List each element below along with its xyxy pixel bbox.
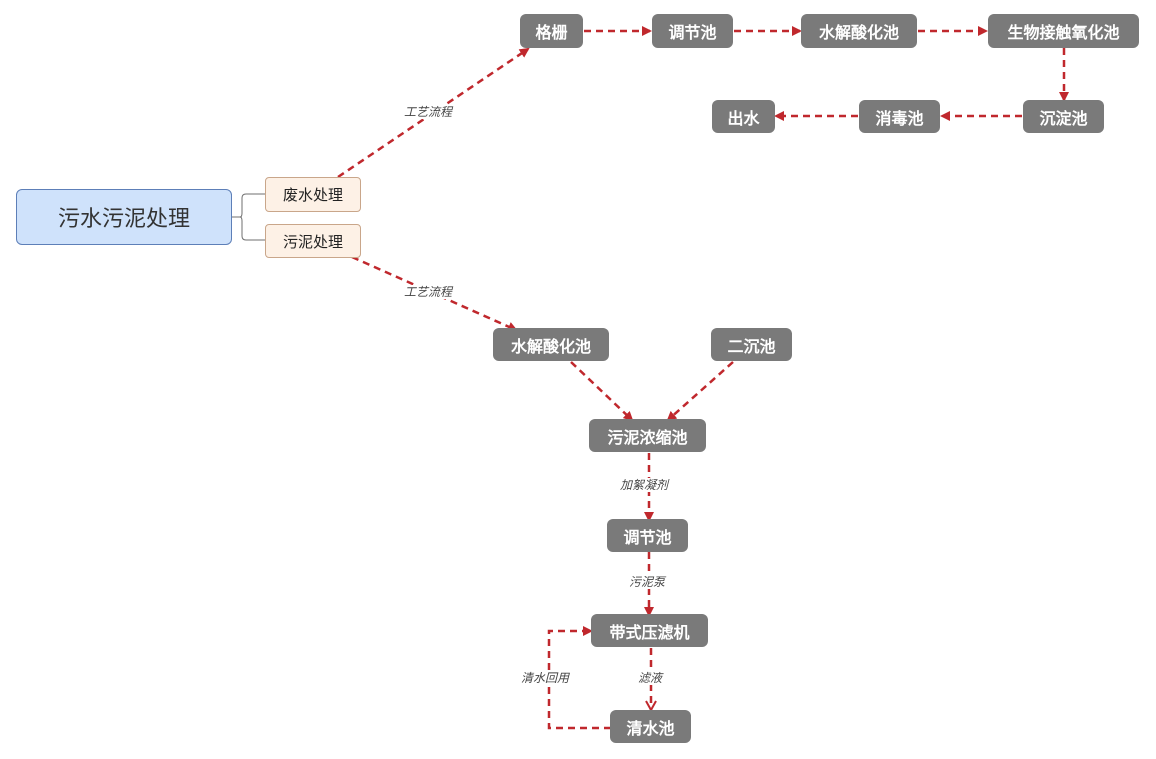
root-branch-connector bbox=[232, 193, 265, 218]
node-sludge-thickening-tank[interactable]: 污泥浓缩池 bbox=[589, 419, 706, 452]
node-secondary-settling-tank-label: 二沉池 bbox=[727, 336, 776, 356]
node-contact-oxidation-tank[interactable]: 生物接触氧化池 bbox=[988, 14, 1139, 48]
edge-label-filtrate: 滤液 bbox=[637, 671, 664, 685]
edge-label-sludge-process: 工艺流程 bbox=[403, 285, 454, 299]
node-belt-filter-press[interactable]: 带式压滤机 bbox=[591, 614, 708, 647]
node-hydrolysis-tank[interactable]: 水解酸化池 bbox=[801, 14, 917, 48]
branch-wastewater[interactable]: 废水处理 bbox=[265, 177, 361, 212]
edge-label-flocculant: 加絮凝剂 bbox=[619, 478, 670, 492]
node-disinfection-tank-label: 消毒池 bbox=[875, 108, 924, 128]
branch-wastewater-label: 废水处理 bbox=[282, 186, 343, 204]
node-sludge-thickening-tank-label: 污泥浓缩池 bbox=[607, 427, 688, 447]
root-branch-connector bbox=[232, 216, 265, 241]
branch-sludge-label: 污泥处理 bbox=[282, 232, 343, 251]
edge-hydrolysis-to-thickening bbox=[570, 361, 634, 422]
node-sludge-regulating-tank[interactable]: 调节池 bbox=[607, 519, 688, 552]
node-clear-water-tank-label: 清水池 bbox=[626, 718, 675, 738]
node-contact-oxidation-tank-label: 生物接触氧化池 bbox=[1007, 23, 1120, 42]
edge-label-water-reuse: 清水回用 bbox=[520, 671, 571, 685]
node-belt-filter-press-label: 带式压滤机 bbox=[609, 622, 690, 642]
node-sludge-hydrolysis-tank-label: 水解酸化池 bbox=[510, 336, 591, 356]
node-grille-label: 格栅 bbox=[535, 23, 568, 42]
node-sludge-hydrolysis-tank[interactable]: 水解酸化池 bbox=[493, 328, 609, 361]
edge-label-wastewater-process: 工艺流程 bbox=[403, 105, 454, 119]
node-outlet[interactable]: 出水 bbox=[712, 100, 775, 133]
node-grille[interactable]: 格栅 bbox=[520, 14, 583, 48]
root-topic[interactable]: 污水污泥处理 bbox=[16, 189, 232, 245]
node-sedimentation-tank[interactable]: 沉淀池 bbox=[1023, 100, 1104, 133]
node-sedimentation-tank-label: 沉淀池 bbox=[1039, 108, 1088, 128]
node-sludge-regulating-tank-label: 调节池 bbox=[623, 527, 672, 547]
node-regulating-tank-label: 调节池 bbox=[668, 23, 717, 42]
branch-sludge[interactable]: 污泥处理 bbox=[265, 224, 361, 258]
node-outlet-label: 出水 bbox=[727, 108, 760, 128]
node-regulating-tank[interactable]: 调节池 bbox=[652, 14, 733, 48]
node-disinfection-tank[interactable]: 消毒池 bbox=[859, 100, 940, 133]
root-topic-label: 污水污泥处理 bbox=[57, 207, 190, 232]
edge-settling-to-thickening bbox=[666, 361, 734, 422]
node-hydrolysis-tank-label: 水解酸化池 bbox=[818, 23, 899, 42]
node-secondary-settling-tank[interactable]: 二沉池 bbox=[711, 328, 792, 361]
node-clear-water-tank[interactable]: 清水池 bbox=[610, 710, 691, 743]
edge-label-sludge-pump: 污泥泵 bbox=[628, 575, 667, 589]
